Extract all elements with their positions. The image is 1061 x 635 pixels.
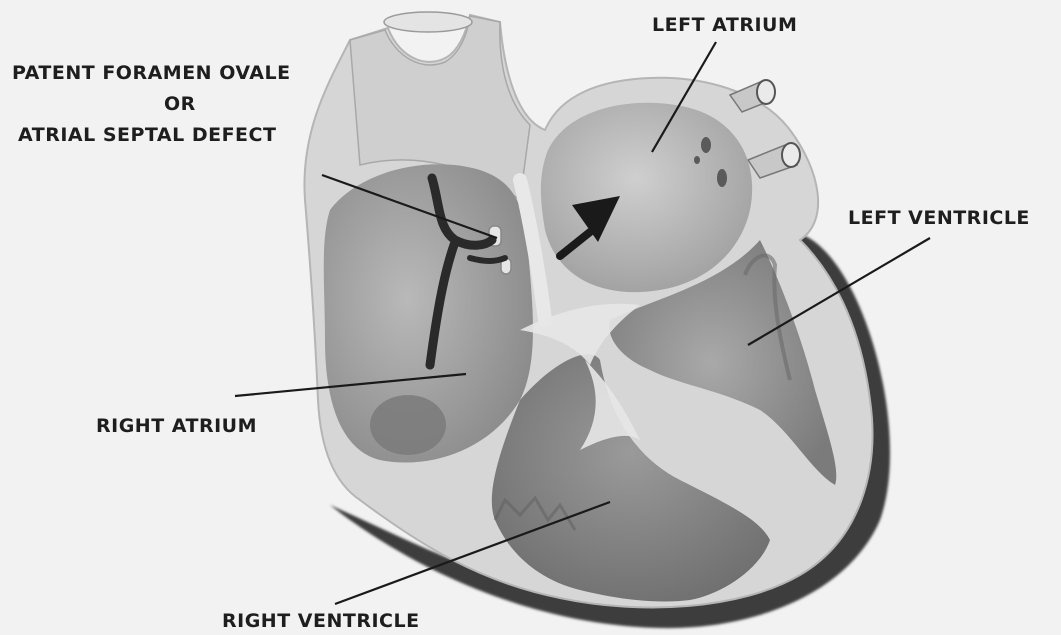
label-left-atrium: LEFT ATRIUM [652,14,797,36]
inferior-vena-cava-opening [370,395,446,455]
label-atrial-septal-defect: ATRIAL SEPTAL DEFECT [18,124,276,146]
label-right-atrium: RIGHT ATRIUM [96,415,257,437]
superior-vessel-opening [384,12,472,32]
label-patent-foramen-ovale: PATENT FORAMEN OVALE [12,62,291,84]
label-right-ventricle: RIGHT VENTRICLE [222,610,420,632]
label-or: OR [164,93,196,115]
label-left-ventricle: LEFT VENTRICLE [848,207,1030,229]
